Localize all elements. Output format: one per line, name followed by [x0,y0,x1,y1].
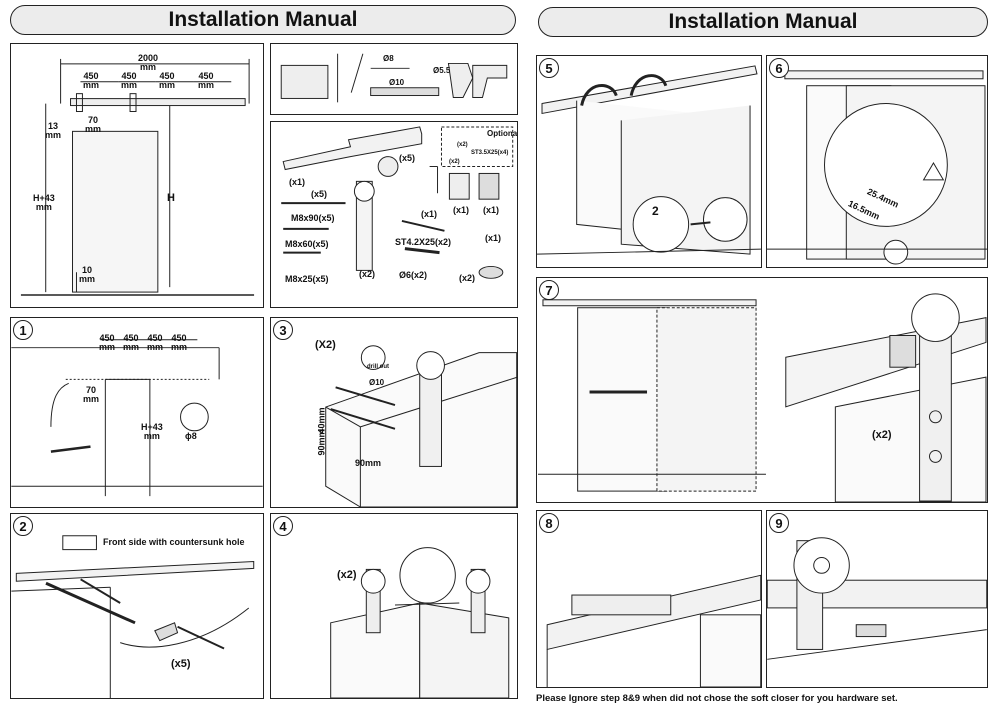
part-guide-qty: (x1) [485,233,502,243]
parts-list-panel: (x1) (x5) (x5) M8x90(x5) M8x60(x5) M8x25… [270,121,518,308]
overview-drawing [20,58,255,296]
s3-dim-90-vertical: 90mm [316,429,327,456]
s3-drill-size: Ø10 [369,378,385,387]
step-7-drawing [538,293,987,502]
optional-bar-qty: (x2) [449,159,460,165]
step-8-drawing [546,574,761,687]
s5-sub-step: 2 [652,204,659,218]
right-manual-title: Installation Manual [538,7,988,37]
part-wheel-qty: (x2) [459,273,476,283]
step-3-drawing [325,345,517,507]
step-6-number: 6 [769,58,789,78]
part-anchor: Ø6(x2) [399,270,428,280]
s3-qty: (X2) [315,339,336,351]
step-6-panel: 6 25.4mm 16.5mm [766,55,988,268]
soft-closer-note: Please Ignore step 8&9 when did not chos… [536,693,898,704]
s7-qty: (x2) [872,429,892,441]
step-4-panel: 4 (x2) [270,513,518,699]
step-1-number: 1 [13,320,33,340]
s1-hole-size: ϕ8 [185,431,197,441]
step-8-number: 8 [539,513,559,533]
step-5-panel: 5 2 [536,55,762,268]
s3-drill-out: drill out [367,364,389,370]
dim-height: H [167,192,175,204]
part-hanger-qty: (x2) [359,269,376,279]
tools-drawing [280,53,508,103]
step-7-number: 7 [539,280,559,300]
part-rail-qty: (x1) [289,177,306,187]
part-stop-qty-2: (x1) [483,205,500,215]
tool-drill-8: Ø8 [383,54,394,63]
tool-drill-10: Ø10 [389,78,405,87]
s4-qty: (x2) [337,569,357,581]
optional-screw: ST3.5X25(x4) [471,150,509,156]
parts-drawing [281,126,514,279]
step-1-drawing [11,339,263,497]
tools-panel: Ø8 Ø10 Ø5.5 [270,43,518,115]
step-4-number: 4 [273,516,293,536]
step-7-panel: 7 (x2) [536,277,988,503]
part-spacer-qty: (x5) [399,153,416,163]
part-stop-qty-1: (x1) [453,205,470,215]
s2-caption: Front side with countersunk hole [103,537,245,547]
step-2-number: 2 [13,516,33,536]
step-9-drawing [767,537,987,660]
step-6-drawing [767,70,987,265]
part-bolt-m8x90: M8x90(x5) [291,213,335,223]
part-allen-qty: (x1) [421,209,438,219]
left-manual-title: Installation Manual [10,5,516,35]
optional-title: Optional [487,129,518,138]
step-2-drawing [11,535,255,698]
part-bolt-m8x25: M8x25(x5) [285,274,329,284]
part-bolt-m8x60: M8x60(x5) [285,239,329,249]
step-3-number: 3 [273,320,293,340]
step-3-panel: 3 (X2) drill out Ø10 40mm 90mm 90mm [270,317,518,508]
part-screw-st: ST4.2X25(x2) [395,237,452,247]
step-5-drawing [537,65,761,255]
tool-drill-55: Ø5.5 [433,66,451,75]
step-5-number: 5 [539,58,559,78]
s3-dim-90-horizontal: 90mm [355,458,382,468]
step-4-drawing [330,547,510,698]
part-washer-qty: (x5) [311,189,328,199]
step-2-panel: 2 Front side with countersunk hole (x5) [10,513,264,699]
step-8-panel: 8 [536,510,762,688]
step-9-number: 9 [769,513,789,533]
s2-qty: (x5) [171,658,191,670]
step-9-panel: 9 [766,510,988,688]
optional-qty: (x2) [457,142,468,148]
